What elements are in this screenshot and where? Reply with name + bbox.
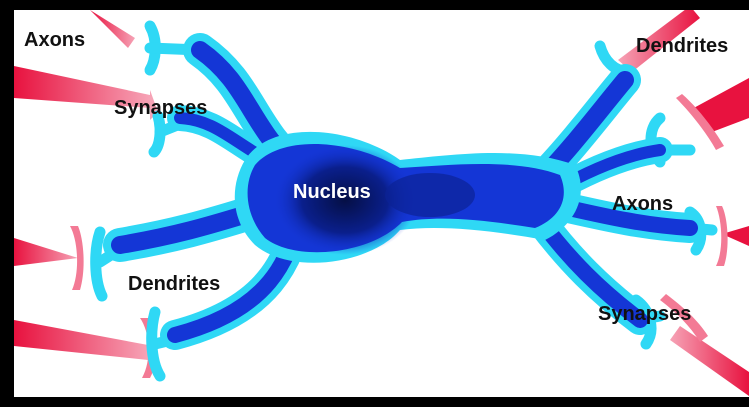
label-dendrites-right: Dendrites	[636, 35, 728, 57]
label-axons-right: Axons	[612, 193, 673, 215]
label-nucleus: Nucleus	[293, 181, 371, 203]
label-dendrites-left: Dendrites	[128, 273, 220, 295]
label-synapses-left: Synapses	[114, 97, 207, 119]
label-synapses-right: Synapses	[598, 303, 691, 325]
label-axons-left: Axons	[24, 29, 85, 51]
